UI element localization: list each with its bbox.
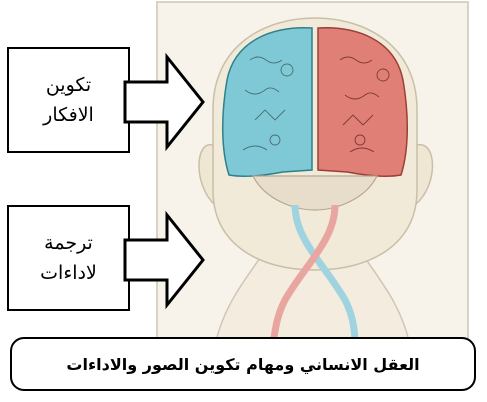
caption-text: العقل الانساني ومهام تكوين الصور والاداء… [66,355,419,374]
label-actions-line1: ترجمة [44,228,93,258]
label-box-actions: ترجمة لاداءات [7,205,130,311]
label-ideas-line2: الافكار [43,100,94,130]
diagram-caption: العقل الانساني ومهام تكوين الصور والاداء… [10,337,476,391]
label-box-ideas: تكوين الافكار [7,47,130,153]
arrow-ideas-icon [125,57,205,147]
label-ideas-line1: تكوين [46,70,91,100]
arrow-actions-icon [125,215,205,305]
label-actions-line2: لاداءات [40,258,97,288]
